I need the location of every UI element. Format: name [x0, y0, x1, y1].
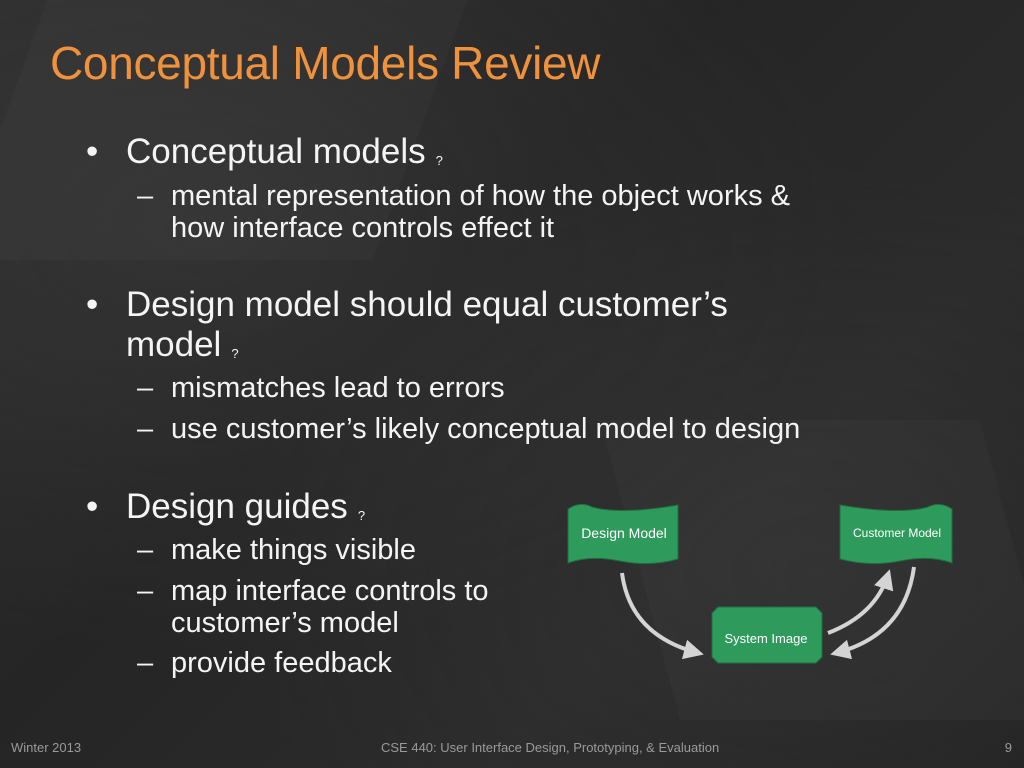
bullet-text: Design guides	[126, 487, 348, 526]
dash-marker: –	[137, 372, 154, 404]
sub-bullet-text: mental representation of how the object …	[171, 180, 790, 212]
system-image-label: System Image	[724, 631, 807, 646]
sub-bullet: – mismatches lead to errors	[137, 372, 505, 405]
sub-bullet-text: make things visible	[171, 534, 416, 566]
bullet-text: model	[126, 325, 222, 364]
question-marker: ?	[231, 346, 239, 361]
sub-bullet-text: map interface controls to	[171, 575, 489, 607]
question-marker: ?	[435, 153, 443, 168]
sub-bullet-text: how interface controls effect it	[171, 212, 555, 244]
sub-bullet: – map interface controls to	[137, 575, 489, 608]
arrow-customer-to-system	[830, 566, 916, 660]
bullet-design-model: • Design model should equal customer’s	[86, 285, 728, 325]
sub-bullet-text: customer’s model	[171, 607, 399, 639]
footer-course: CSE 440: User Interface Design, Prototyp…	[381, 740, 720, 755]
sub-bullet-continuation: how interface controls effect it	[171, 212, 554, 245]
sub-bullet: – use customer’s likely conceptual model…	[137, 413, 801, 446]
bullet-conceptual-models: • Conceptual models?	[86, 132, 443, 181]
dash-marker: –	[137, 647, 154, 679]
footer-date: Winter 2013	[11, 740, 82, 755]
sub-bullet-text: provide feedback	[171, 647, 392, 679]
bullet-marker: •	[86, 285, 99, 324]
customer-model-shape	[839, 503, 953, 565]
slide-title: Conceptual Models Review	[50, 37, 601, 89]
bullet-marker: •	[86, 487, 99, 526]
bullet-text: Conceptual models	[126, 132, 426, 171]
design-model-shape	[567, 503, 679, 565]
customer-model-label: Customer Model	[853, 526, 941, 540]
sub-bullet: – mental representation of how the objec…	[137, 180, 790, 213]
bullet-marker: •	[86, 132, 99, 171]
arrow-system-to-customer	[827, 569, 894, 635]
arrow-design-to-system	[620, 572, 704, 660]
sub-bullet-text: use customer’s likely conceptual model t…	[171, 413, 801, 445]
sub-bullet-continuation: customer’s model	[171, 607, 399, 640]
bullet-design-model-continuation: model?	[126, 325, 239, 374]
dash-marker: –	[137, 180, 154, 212]
question-marker: ?	[357, 508, 366, 523]
dash-marker: –	[137, 413, 154, 445]
sub-bullet: – make things visible	[137, 534, 416, 567]
bullet-design-guides: • Design guides?	[86, 487, 366, 536]
page-number: 9	[1004, 740, 1012, 755]
sub-bullet-text: mismatches lead to errors	[171, 372, 505, 404]
dash-marker: –	[137, 534, 154, 566]
bullet-text: Design model should equal customer’s	[126, 285, 728, 324]
design-model-label: Design Model	[581, 525, 667, 541]
conceptual-model-diagram: Design Model Customer Model System Image	[567, 503, 953, 664]
sub-bullet: – provide feedback	[137, 647, 392, 680]
dash-marker: –	[137, 575, 154, 607]
system-image-shape	[711, 606, 823, 664]
